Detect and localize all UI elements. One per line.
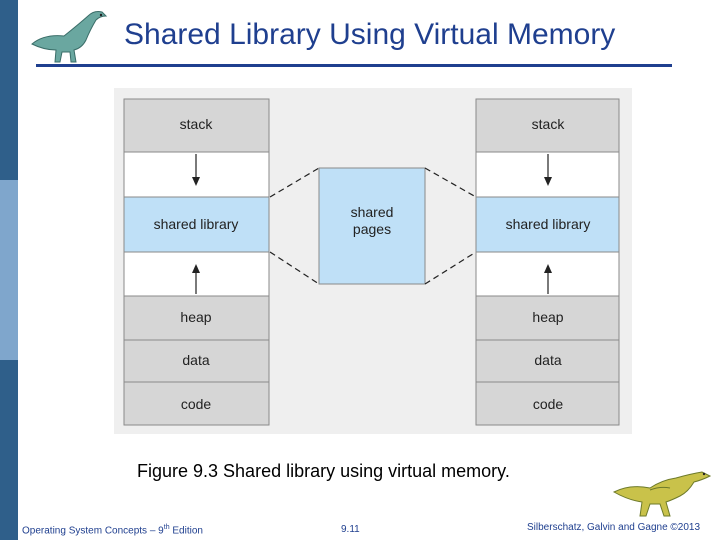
- left-data-block: [123, 339, 270, 383]
- accent-bar-highlight: [0, 180, 18, 360]
- physical-memory-shared-pages: shared pages: [318, 167, 426, 285]
- shared-pages-label-line2: pages: [353, 221, 391, 237]
- right-shared-library-block: [475, 196, 620, 253]
- footer-book-suffix: Edition: [169, 525, 203, 537]
- right-stack-label: stack: [532, 116, 566, 132]
- left-code-label: code: [181, 396, 212, 412]
- footer-book-prefix: Operating System Concepts – 9: [22, 525, 164, 537]
- shared-pages-block: [318, 167, 426, 285]
- right-process-address-space: stack shared library heap data code: [475, 98, 620, 426]
- slide-title: Shared Library Using Virtual Memory: [124, 18, 616, 51]
- mapping-lines: [269, 167, 477, 285]
- right-code-label: code: [533, 396, 564, 412]
- shared-pages-label-line1: shared: [351, 204, 394, 220]
- footer-book-title: Operating System Concepts – 9th Edition: [22, 524, 203, 536]
- right-heap-arrow-head: [544, 264, 552, 273]
- left-process-address-space: stack shared library heap data code: [123, 98, 270, 426]
- left-stack-arrow-head: [192, 177, 200, 186]
- right-stack-arrow-head: [544, 177, 552, 186]
- right-heap-label: heap: [532, 309, 563, 325]
- footer-copyright: Silberschatz, Galvin and Gagne ©2013: [527, 522, 701, 533]
- right-shared-library-label: shared library: [506, 216, 591, 232]
- footer-book-superscript: th: [163, 524, 170, 531]
- title-underline: [36, 64, 672, 67]
- right-stack-block: [475, 98, 620, 153]
- figure-caption: Figure 9.3 Shared library using virtual …: [137, 461, 510, 481]
- left-code-block: [123, 381, 270, 426]
- dinosaur-footer-icon: [612, 471, 712, 517]
- right-lower-mapping-line: [424, 251, 477, 285]
- right-data-block: [475, 339, 620, 383]
- right-data-label: data: [534, 352, 561, 368]
- left-stack-label: stack: [180, 116, 214, 132]
- left-heap-label: heap: [180, 309, 211, 325]
- left-shared-library-label: shared library: [154, 216, 239, 232]
- left-accent-bar: [0, 0, 18, 540]
- right-code-block: [475, 381, 620, 426]
- left-data-label: data: [182, 352, 209, 368]
- footer-page-number: 9.11: [341, 524, 360, 535]
- dinosaur-logo-icon: [31, 11, 108, 63]
- left-heap-block: [123, 295, 270, 341]
- left-heap-arrow-head: [192, 264, 200, 273]
